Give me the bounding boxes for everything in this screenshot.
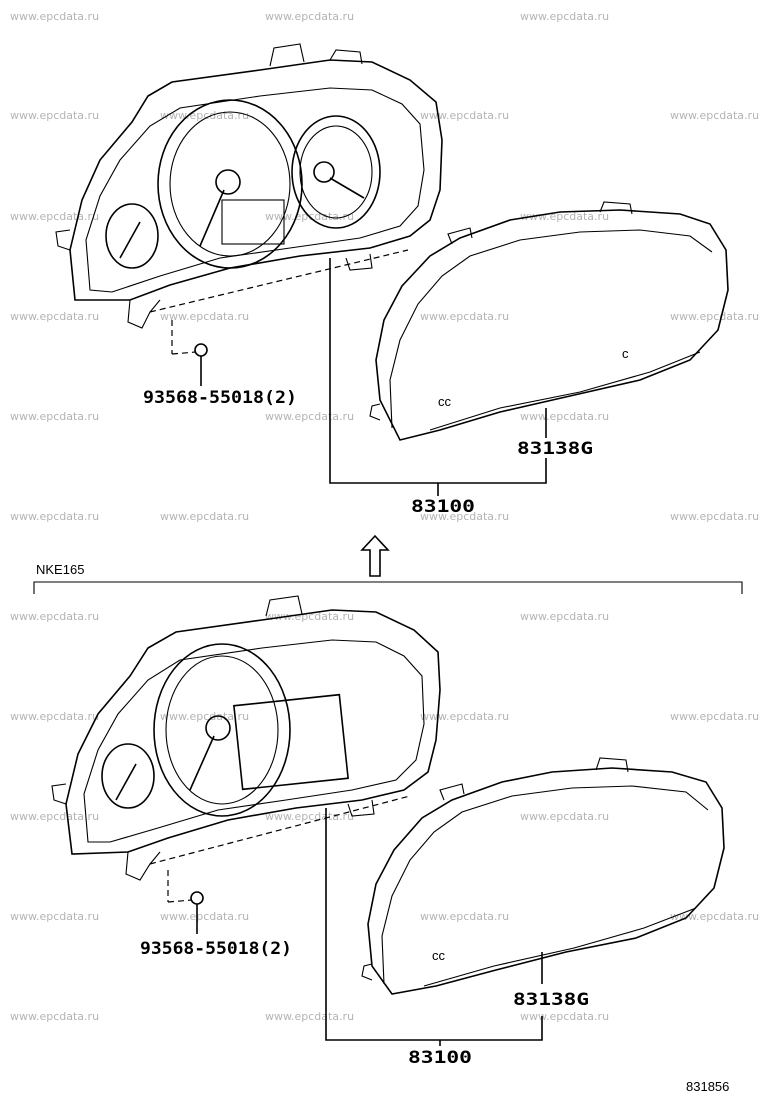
watermark-text: www.epcdata.ru — [670, 510, 759, 523]
watermark-text: www.epcdata.ru — [160, 510, 249, 523]
upper-left-gauge — [105, 203, 159, 269]
watermark-text: www.epcdata.ru — [670, 310, 759, 323]
variant-arrow — [360, 534, 390, 577]
diagram-id: 831856 — [686, 1079, 729, 1094]
watermark-text: www.epcdata.ru — [160, 910, 249, 923]
svg-text:c: c — [622, 346, 629, 361]
watermark-text: www.epcdata.ru — [520, 610, 609, 623]
watermark-text: www.epcdata.ru — [520, 210, 609, 223]
watermark-text: www.epcdata.ru — [10, 810, 99, 823]
lower-meter-housing[interactable] — [51, 595, 441, 881]
watermark-text: www.epcdata.ru — [520, 410, 609, 423]
svg-text:cc: cc — [438, 394, 452, 409]
watermark-text: www.epcdata.ru — [520, 810, 609, 823]
watermark-text: www.epcdata.ru — [520, 1010, 609, 1023]
watermark-text: www.epcdata.ru — [670, 109, 759, 122]
lower-assembly-bracket — [325, 808, 543, 1041]
watermark-text: www.epcdata.ru — [265, 1010, 354, 1023]
upper-assembly-bracket — [329, 258, 547, 484]
lower-lens[interactable]: cc — [361, 757, 725, 995]
watermark-text: www.epcdata.ru — [160, 310, 249, 323]
lower-lcd-display — [233, 693, 349, 791]
watermark-text: www.epcdata.ru — [420, 109, 509, 122]
upper-meter-housing[interactable] — [55, 43, 443, 329]
watermark-text: www.epcdata.ru — [10, 410, 99, 423]
lower-speedometer — [153, 643, 291, 817]
watermark-text: www.epcdata.ru — [420, 510, 509, 523]
lower-screw-label: 93568-55018(2) — [140, 939, 292, 959]
variant-bracket — [33, 581, 743, 594]
watermark-text: www.epcdata.ru — [10, 710, 99, 723]
upper-lens-label: 83138G — [517, 439, 593, 459]
watermark-text: www.epcdata.ru — [10, 910, 99, 923]
watermark-text: www.epcdata.ru — [265, 810, 354, 823]
watermark-text: www.epcdata.ru — [10, 1010, 99, 1023]
lower-left-gauge — [101, 743, 155, 809]
upper-speedometer-display — [221, 199, 285, 245]
watermark-text: www.epcdata.ru — [670, 910, 759, 923]
watermark-text: www.epcdata.ru — [265, 610, 354, 623]
upper-right-gauge — [291, 115, 381, 229]
watermark-text: www.epcdata.ru — [420, 310, 509, 323]
watermark-text: www.epcdata.ru — [265, 410, 354, 423]
upper-screw-label: 93568-55018(2) — [143, 388, 297, 408]
watermark-text: www.epcdata.ru — [10, 310, 99, 323]
lower-meter-label: 83100 — [408, 1048, 472, 1068]
watermark-text: www.epcdata.ru — [420, 910, 509, 923]
svg-text:cc: cc — [432, 948, 446, 963]
upper-screw-dash-line — [149, 249, 409, 313]
variant-note: NKE165 — [36, 562, 84, 577]
upper-lens[interactable]: cc c — [369, 201, 729, 441]
watermark-text: www.epcdata.ru — [265, 10, 354, 23]
upper-screw[interactable] — [171, 320, 208, 386]
lower-lens-label: 83138G — [513, 990, 589, 1010]
lower-screw-dash-line — [149, 795, 411, 865]
watermark-text: www.epcdata.ru — [10, 109, 99, 122]
watermark-text: www.epcdata.ru — [420, 710, 509, 723]
watermark-text: www.epcdata.ru — [10, 610, 99, 623]
lower-screw[interactable] — [167, 870, 204, 934]
lower-assembly: cc 93568-55018(2) 83138G 83100 — [51, 595, 725, 1068]
watermark-text: www.epcdata.ru — [520, 10, 609, 23]
watermark-layer: www.epcdata.ru www.epcdata.ru www.epcdata.… — [10, 10, 759, 1023]
watermark-text: www.epcdata.ru — [10, 10, 99, 23]
upper-speedometer — [157, 99, 303, 269]
upper-assembly: cc c 93568-55018(2) 83138G 83100 — [55, 43, 729, 517]
watermark-text: www.epcdata.ru — [10, 210, 99, 223]
upper-meter-label: 83100 — [411, 497, 475, 517]
watermark-text: www.epcdata.ru — [10, 510, 99, 523]
watermark-text: www.epcdata.ru — [670, 710, 759, 723]
watermark-text: www.epcdata.ru — [160, 109, 249, 122]
